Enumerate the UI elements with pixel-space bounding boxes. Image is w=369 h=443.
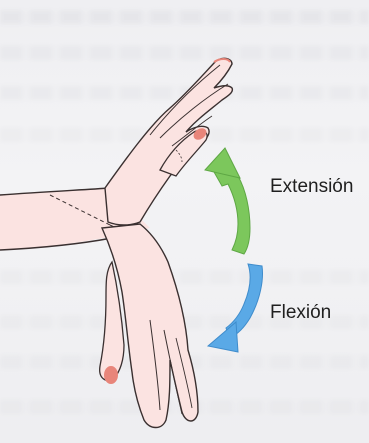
extension-arrow-icon [205, 148, 250, 254]
flexed-hand [100, 224, 198, 428]
thumbnail [104, 366, 118, 384]
flexion-arrow-icon [208, 264, 263, 352]
extension-label: Extensión [270, 176, 353, 198]
extended-hand [105, 58, 232, 225]
flexion-label: Flexión [270, 302, 331, 324]
